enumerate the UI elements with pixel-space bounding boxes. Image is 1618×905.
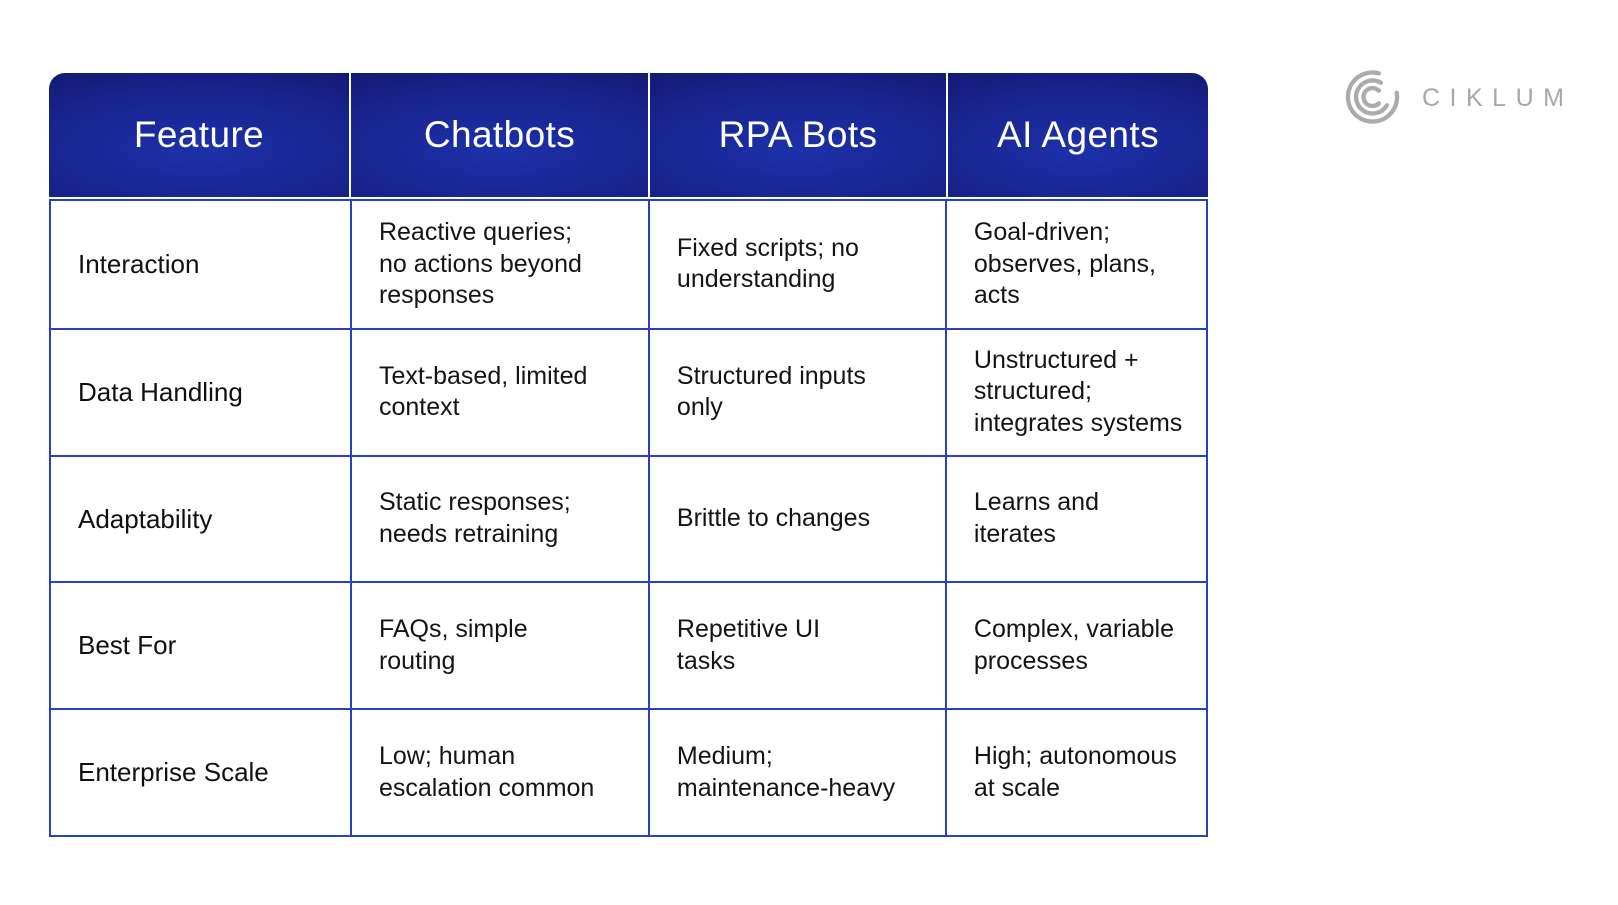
table-cell-chatbots: FAQs, simple routing <box>352 583 650 709</box>
feature-cell: Interaction <box>51 201 352 328</box>
feature-cell: Best For <box>51 583 352 709</box>
feature-cell: Enterprise Scale <box>51 710 352 835</box>
column-header-label: RPA Bots <box>718 114 878 155</box>
ciklum-wordmark: CIKLUM <box>1422 83 1574 112</box>
table-cell-ai-agents: Goal-driven; observes, plans, acts <box>973 218 1156 310</box>
column-header-chatbots: Chatbots <box>351 73 650 197</box>
comparison-table: Feature Chatbots RPA Bots AI Agents Inte… <box>49 73 1208 837</box>
table-cell-chatbots: Static responses; needs retraining <box>352 456 650 582</box>
table-cell-chatbots: Text-based, limited context <box>352 329 650 455</box>
column-header-label: Chatbots <box>423 114 576 155</box>
feature-cell: Adaptability <box>51 456 352 582</box>
table-header-row: Feature Chatbots RPA Bots AI Agents <box>49 73 1208 197</box>
ciklum-arcs-icon <box>1345 70 1400 124</box>
table-row-interaction: Interaction Reactive queries; no actions… <box>51 201 1206 328</box>
table-row-data-handling: Data Handling Text-based, limited contex… <box>51 327 1206 455</box>
table-row-best-for: Best For FAQs, simple routing Repetitive… <box>51 581 1206 709</box>
feature-cell: Data Handling <box>51 329 352 455</box>
column-header-label: Feature <box>133 114 265 155</box>
column-header-rpa-bots: RPA Bots <box>650 73 948 197</box>
table-cell-ai-agents: High; autonomous at scale <box>973 742 1177 802</box>
table-cell-rpa-bots: Medium; maintenance-heavy <box>650 710 947 835</box>
table-cell-chatbots: Reactive queries; no actions beyond resp… <box>352 201 650 328</box>
table-cell-ai-agents: Complex, variable processes <box>973 615 1174 675</box>
column-header-feature: Feature <box>49 73 351 197</box>
table-body: Interaction Reactive queries; no actions… <box>49 199 1208 837</box>
column-header-ai-agents: AI Agents <box>948 73 1208 197</box>
table-row-adaptability: Adaptability Static responses; needs ret… <box>51 454 1206 582</box>
table-row-enterprise-scale: Enterprise Scale Low; human escalation c… <box>51 708 1206 835</box>
table-cell-rpa-bots: Fixed scripts; no understanding <box>650 201 947 328</box>
table-cell-rpa-bots: Brittle to changes <box>650 456 947 582</box>
table-cell-chatbots: Low; human escalation common <box>352 710 650 835</box>
table-cell-ai-agents: Unstructured + structured; integrates sy… <box>973 345 1183 437</box>
table-cell-rpa-bots: Structured inputs only <box>650 329 947 455</box>
column-header-label: AI Agents <box>997 114 1159 155</box>
table-cell-ai-agents: Learns and iterates <box>973 488 1099 548</box>
ciklum-logo: CIKLUM <box>1344 63 1573 131</box>
table-cell-rpa-bots: Repetitive UI tasks <box>650 583 947 709</box>
